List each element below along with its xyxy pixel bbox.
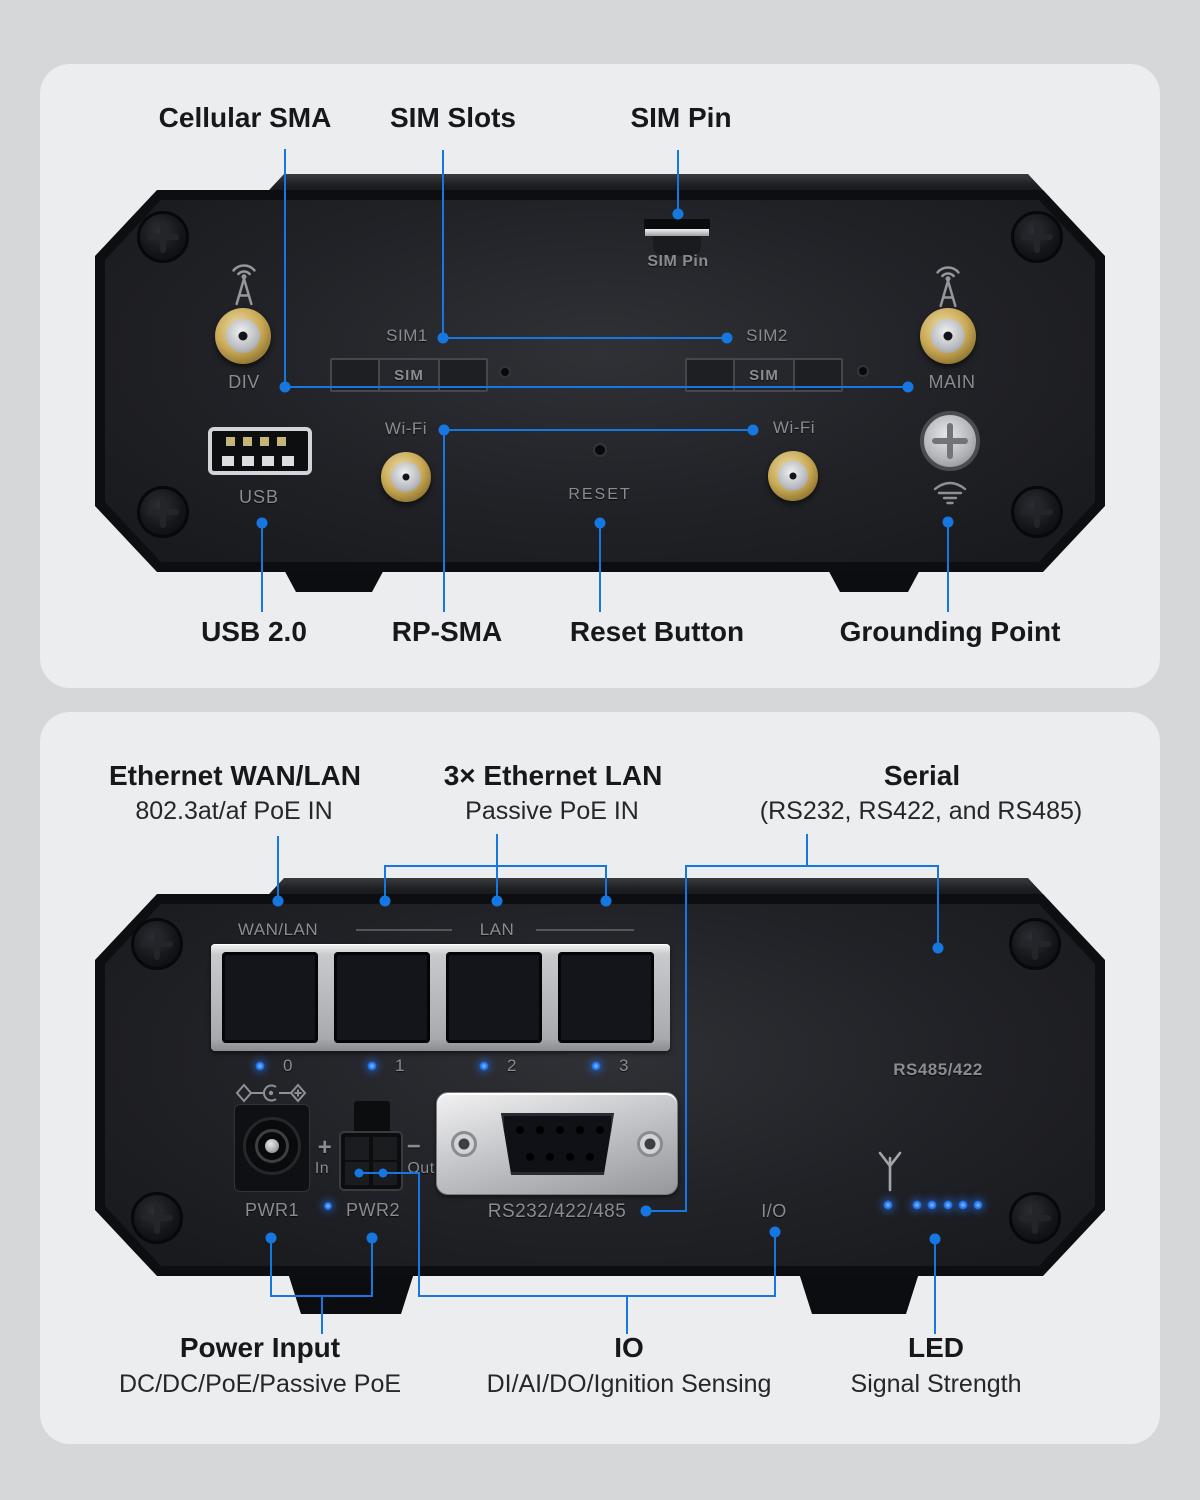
- callout-eth-wanlan-sub: 802.3at/af PoE IN: [135, 797, 333, 825]
- screw-icon: [131, 1192, 183, 1244]
- sim-pin-tool-edge: [645, 229, 709, 236]
- serial-port-label: RS232/422/485: [487, 1201, 627, 1222]
- rj45-port-0: [222, 952, 318, 1043]
- wanlan-divider: [356, 929, 452, 931]
- sim1-eject-hole: [499, 366, 511, 378]
- pwr2-in: In: [314, 1160, 330, 1177]
- sim2-eject-hole: [857, 365, 869, 377]
- pwr2-tab: [354, 1101, 390, 1133]
- screw-icon: [1009, 1192, 1061, 1244]
- callout-eth-wanlan-title: Ethernet WAN/LAN: [109, 760, 361, 791]
- port2-number: 2: [507, 1056, 517, 1075]
- callout-power-sub: DC/DC/PoE/Passive PoE: [118, 1370, 402, 1398]
- rpsma-connector-left: [381, 452, 431, 502]
- port1-led: [367, 1061, 377, 1071]
- grounding-screw: [920, 411, 980, 471]
- signal-bar-3: [0, 21, 1200, 40]
- port3-led: [591, 1061, 601, 1071]
- dc-polarity-icon: [234, 1082, 308, 1109]
- callout-io-title: IO: [614, 1332, 644, 1363]
- port1-number: 1: [395, 1056, 405, 1075]
- pwr-led: [324, 1202, 332, 1210]
- signal-led-3: [943, 1200, 953, 1210]
- callout-serial-sub: (RS232, RS422, and RS485): [759, 797, 1083, 825]
- callout-led-sub: Signal Strength: [850, 1370, 1022, 1398]
- sim1-tray-label: SIM: [378, 360, 440, 390]
- screw-icon: [131, 918, 183, 970]
- screw-icon: [137, 486, 189, 538]
- ground-symbol-icon: [930, 476, 970, 511]
- pwr2-minus: −: [406, 1133, 422, 1160]
- callout-reset: Reset Button: [569, 616, 745, 647]
- port0-number: 0: [283, 1056, 293, 1075]
- port2-led: [479, 1061, 489, 1071]
- pwr2-label: PWR2: [345, 1200, 401, 1220]
- rj45-port-3: [558, 952, 654, 1043]
- lan-divider: [536, 929, 634, 931]
- rs485-label: RS485/422: [893, 1060, 983, 1079]
- sim2-tray-label: SIM: [733, 360, 795, 390]
- screw-icon: [1011, 486, 1063, 538]
- callout-usb: USB 2.0: [201, 616, 307, 647]
- callout-serial-title: Serial: [883, 760, 961, 791]
- sim-pin-tool-body: [653, 236, 701, 256]
- io-label: I/O: [761, 1201, 787, 1221]
- div-port-label: DIV: [228, 372, 260, 392]
- screw-icon: [137, 211, 189, 263]
- sim2-label: SIM2: [746, 326, 788, 345]
- cellular-antenna-icon: [225, 260, 263, 311]
- callout-led-title: LED: [908, 1332, 964, 1363]
- callout-grounding: Grounding Point: [839, 616, 1061, 647]
- screw-icon: [1009, 918, 1061, 970]
- signal-bar-2: [0, 8, 1200, 21]
- pwr2-out: Out: [407, 1160, 435, 1177]
- screw-icon: [1011, 211, 1063, 263]
- sma-connector-div: [215, 308, 271, 364]
- signal-led-2: [927, 1200, 937, 1210]
- callout-sim-pin: SIM Pin: [630, 102, 732, 133]
- port0-led: [255, 1061, 265, 1071]
- signal-led-0: [883, 1200, 893, 1210]
- callout-cellular-sma: Cellular SMA: [158, 102, 332, 133]
- signal-led-4: [958, 1200, 968, 1210]
- reset-hole: [593, 443, 607, 457]
- signal-bar-1: [0, 0, 1200, 8]
- sma-connector-main: [920, 308, 976, 364]
- callout-rpsma: RP-SMA: [391, 616, 503, 647]
- device2-foot-right: [798, 1270, 920, 1314]
- wanlan-label: WAN/LAN: [237, 920, 319, 939]
- pwr1-label: PWR1: [244, 1200, 300, 1220]
- port3-number: 3: [619, 1056, 629, 1075]
- callout-io-sub: DI/AI/DO/Ignition Sensing: [486, 1370, 772, 1398]
- signal-antenna-icon: [877, 1150, 903, 1197]
- callout-power-title: Power Input: [179, 1332, 341, 1363]
- rj45-port-1: [334, 952, 430, 1043]
- db9-pin-field: [501, 1113, 614, 1175]
- device1-face: [105, 200, 1095, 562]
- usb-label: USB: [238, 487, 280, 507]
- wifi-left-label: Wi-Fi: [384, 419, 428, 438]
- rpsma-connector-right: [768, 451, 818, 501]
- signal-led-1: [912, 1200, 922, 1210]
- callout-eth-lan-title: 3× Ethernet LAN: [443, 760, 663, 791]
- usb-port: [208, 427, 312, 475]
- callout-sim-slots: SIM Slots: [389, 102, 517, 133]
- signal-led-5: [973, 1200, 983, 1210]
- signal-bar-4: [0, 40, 1200, 65]
- wifi-right-label: Wi-Fi: [772, 418, 816, 437]
- pwr2-connector: [339, 1131, 403, 1191]
- callout-eth-lan-sub: Passive PoE IN: [465, 797, 639, 825]
- main-port-label: MAIN: [928, 372, 976, 392]
- sim-pin-tool: [644, 219, 710, 230]
- reset-label: RESET: [568, 486, 632, 503]
- rj45-port-2: [446, 952, 542, 1043]
- sim-pin-engraving: SIM Pin: [647, 253, 709, 270]
- db9-connector: [436, 1092, 678, 1195]
- device2-foot-left: [287, 1270, 415, 1314]
- lan-label: LAN: [479, 920, 515, 939]
- cellular-antenna-icon: [929, 262, 967, 313]
- pwr2-plus: +: [317, 1134, 333, 1161]
- pwr1-jack: [234, 1104, 310, 1192]
- sim1-label: SIM1: [386, 326, 428, 345]
